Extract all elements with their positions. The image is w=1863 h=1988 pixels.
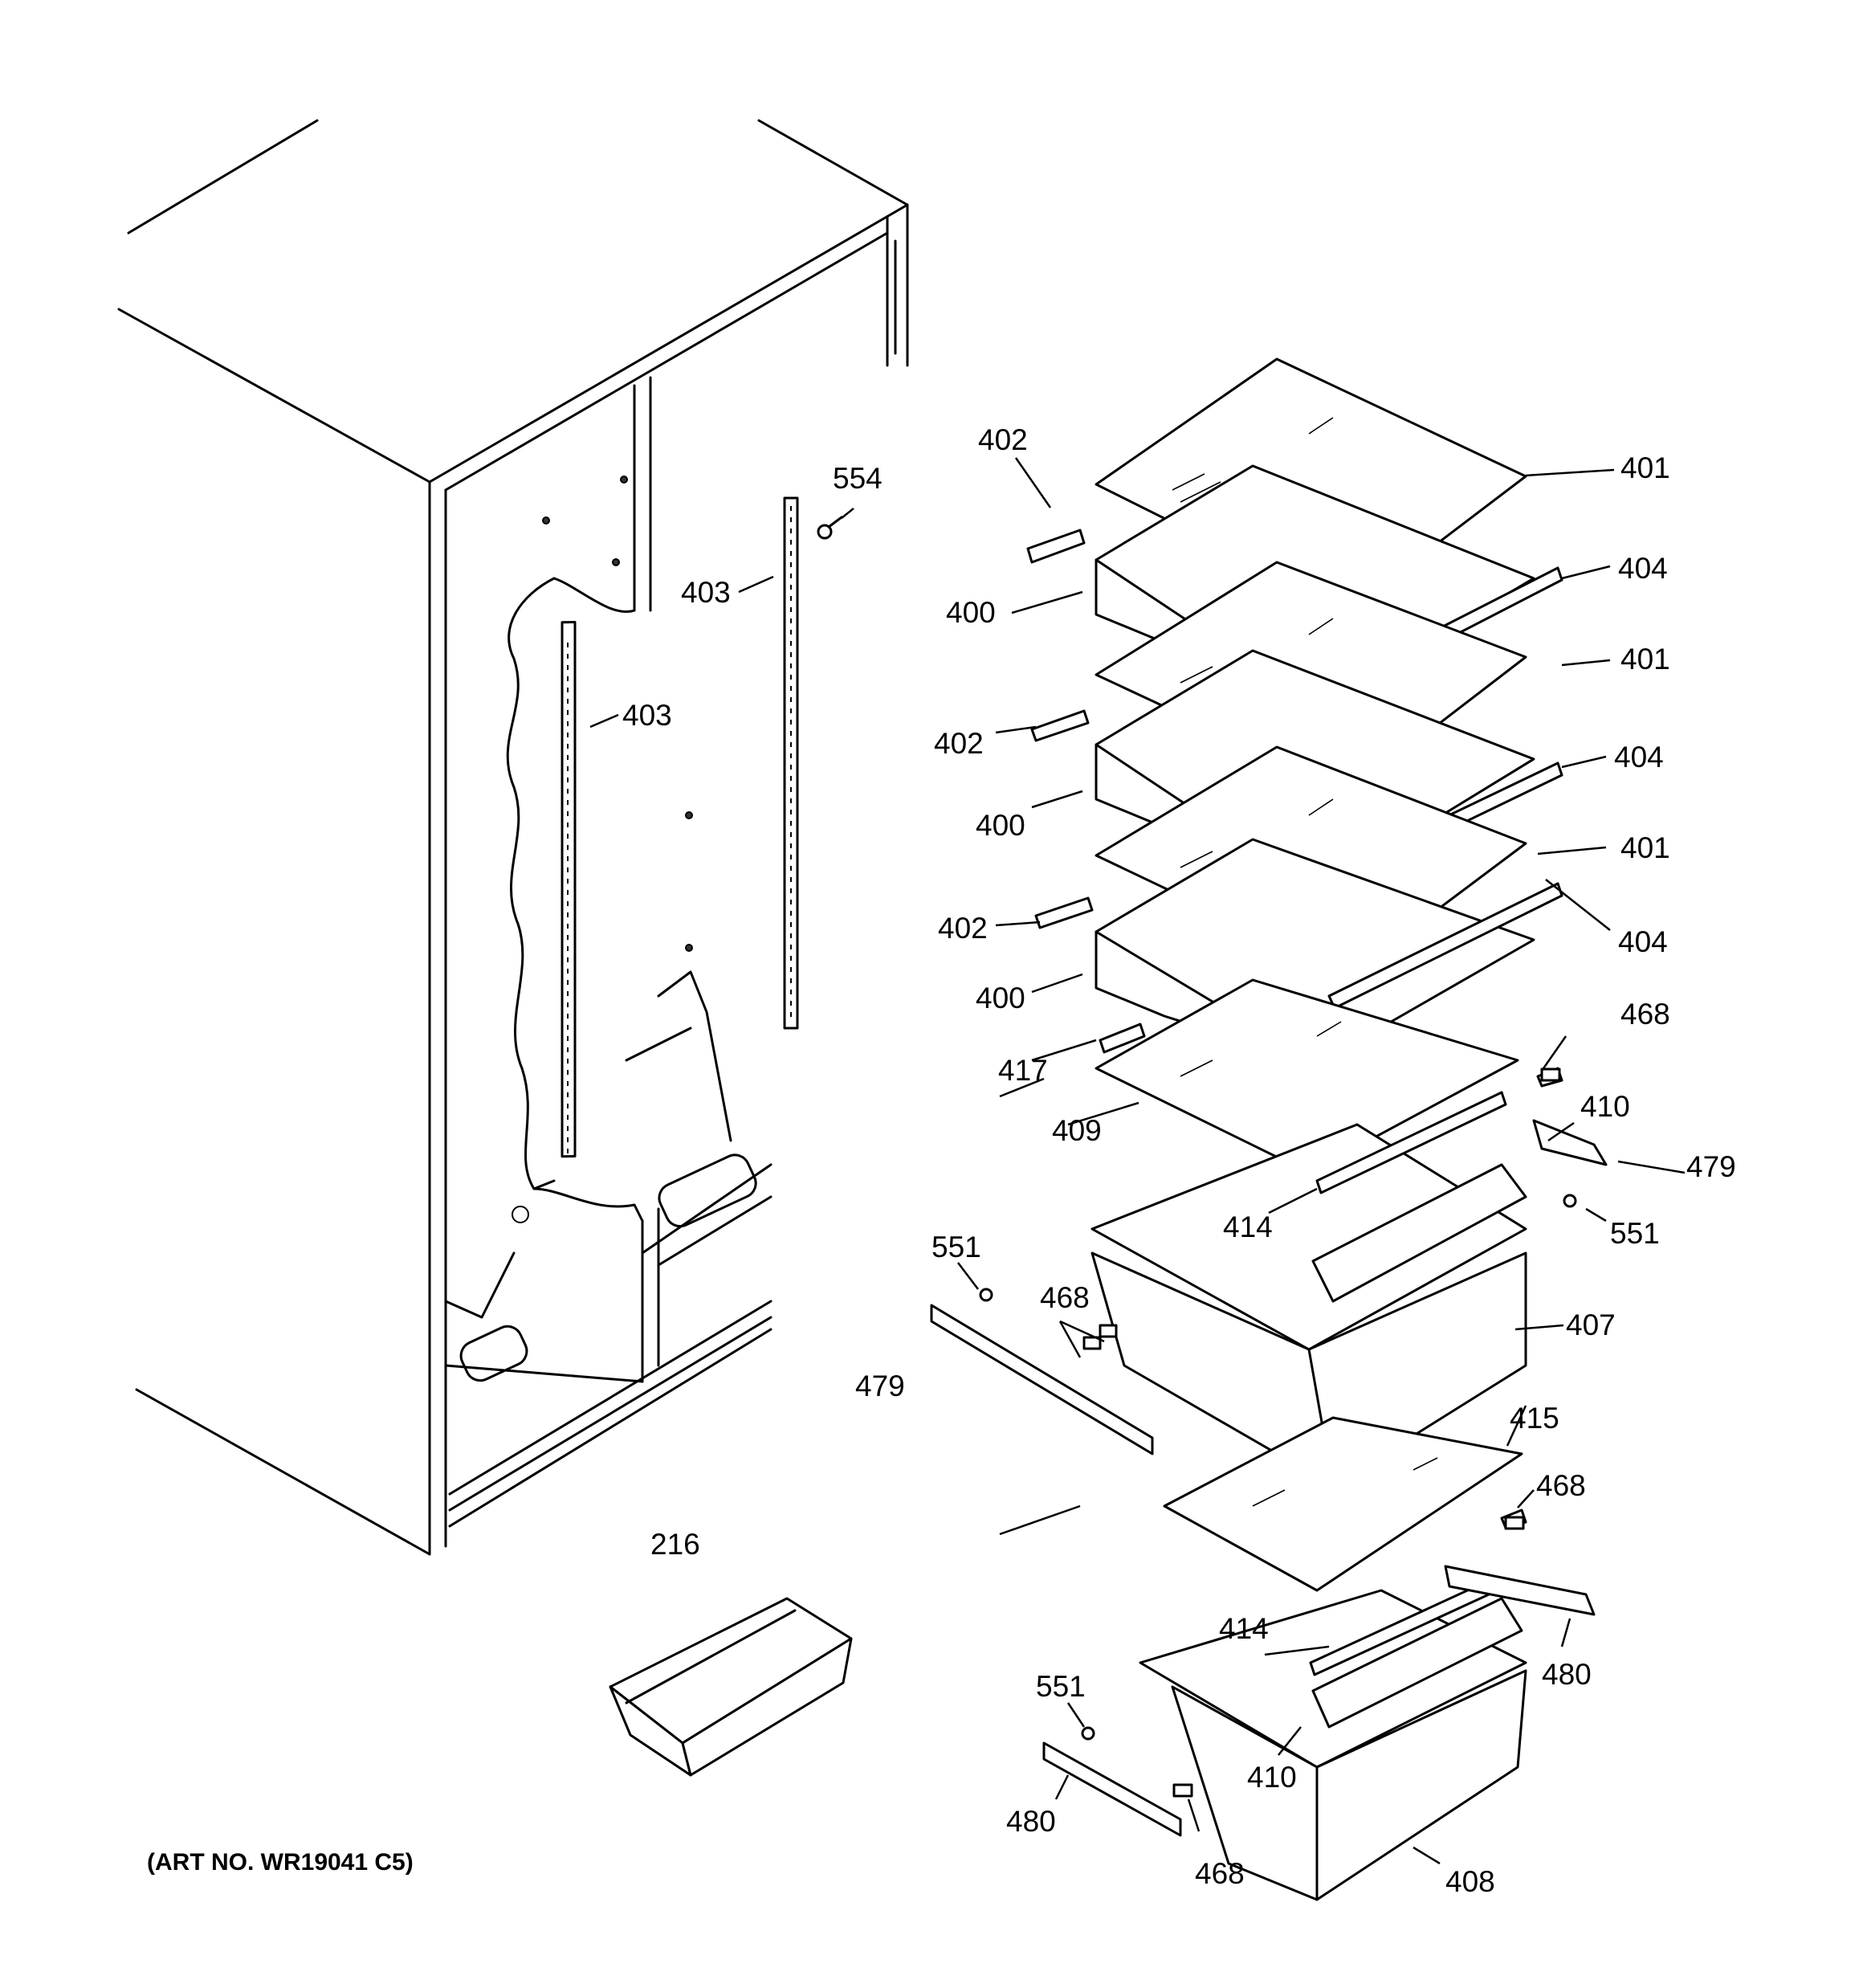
callout-407: 407 [1566, 1308, 1616, 1341]
art-number: (ART NO. WR19041 C5) [147, 1849, 414, 1876]
callout-400: 400 [976, 809, 1025, 842]
callout-403: 403 [681, 576, 731, 609]
callout-479: 479 [1686, 1150, 1736, 1183]
callout-468: 468 [1195, 1857, 1245, 1890]
callout-401: 401 [1620, 451, 1670, 484]
callout-404: 404 [1618, 925, 1668, 958]
leader-lines [589, 457, 1686, 1865]
drawer-divider-glass [1163, 1416, 1523, 1592]
slide-stops [1082, 1067, 1561, 1798]
callout-402: 402 [978, 423, 1028, 456]
callout-417: 417 [998, 1054, 1048, 1087]
refrigerator-cabinet [117, 119, 909, 1556]
callout-403: 403 [622, 699, 672, 732]
callout-468: 468 [1040, 1281, 1090, 1314]
callout-401: 401 [1620, 831, 1670, 864]
callout-551: 551 [932, 1231, 981, 1263]
callout-551: 551 [1610, 1217, 1660, 1250]
screw-554 [817, 516, 843, 540]
callout-480: 480 [1006, 1805, 1056, 1838]
callout-404: 404 [1614, 741, 1664, 774]
crisper-cover-glass [1095, 978, 1519, 1174]
crisper-drawer-lower [1139, 1508, 1596, 1901]
callout-551: 551 [1036, 1670, 1086, 1703]
callout-401: 401 [1620, 643, 1670, 676]
callout-468: 468 [1536, 1469, 1586, 1502]
callout-404: 404 [1618, 552, 1668, 585]
callout-labels: 402 554 401 403 404 400 401 403 402 404 … [622, 423, 1736, 1898]
drawer-slide-left-lower [1042, 1726, 1182, 1837]
callout-415: 415 [1510, 1402, 1559, 1435]
callout-468: 468 [1620, 998, 1670, 1031]
callout-410: 410 [1580, 1090, 1630, 1123]
callout-479: 479 [855, 1370, 905, 1402]
shelf-rail-left [561, 621, 577, 1158]
callout-480: 480 [1542, 1658, 1592, 1691]
callout-408: 408 [1445, 1865, 1495, 1898]
callout-400: 400 [976, 982, 1025, 1014]
callout-402: 402 [934, 727, 984, 760]
callout-414: 414 [1223, 1210, 1273, 1243]
crisper-drawer-upper [1090, 1067, 1608, 1488]
door-bin [609, 1597, 853, 1777]
callout-402: 402 [938, 912, 988, 945]
callout-216: 216 [650, 1528, 700, 1561]
callout-409: 409 [1052, 1114, 1102, 1147]
callout-400: 400 [946, 596, 996, 629]
drawer-slide-left-upper [930, 1288, 1154, 1455]
callout-410: 410 [1247, 1761, 1297, 1794]
callout-554: 554 [833, 462, 883, 495]
shelf-rail-right [783, 496, 799, 1030]
callout-414: 414 [1219, 1612, 1269, 1645]
